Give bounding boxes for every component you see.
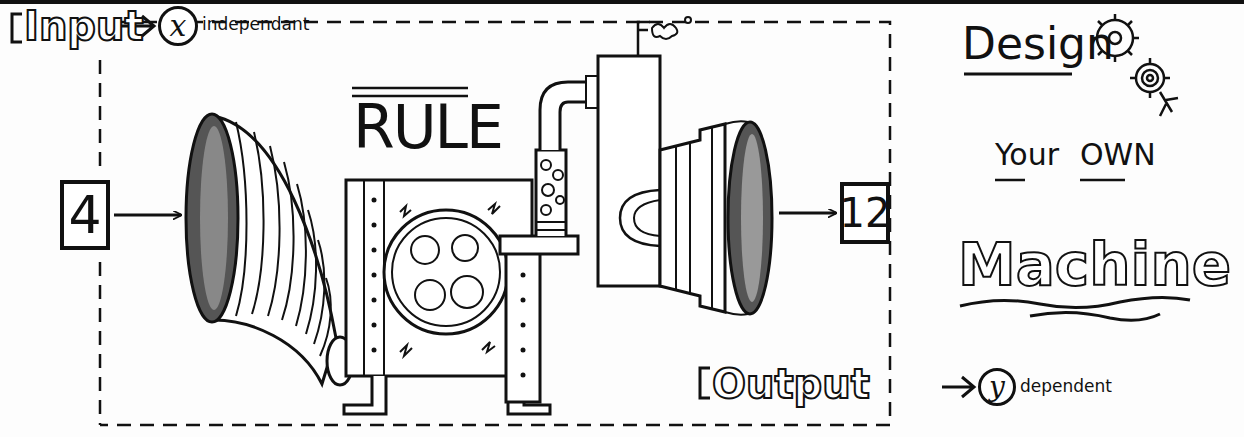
title-word: OWN [1080, 140, 1156, 170]
flow-arrow [779, 212, 836, 215]
flow-arrow [114, 214, 181, 217]
variable-circle: x [158, 6, 198, 46]
node-text: RULE [353, 97, 502, 157]
title-word: Design [962, 22, 1114, 66]
input-label: Input [24, 6, 144, 46]
variable-note: independant [202, 16, 309, 33]
variable-circle: y [978, 368, 1016, 406]
node-text: x [170, 11, 187, 41]
rule-machine: RULE [185, 95, 775, 415]
output-box: 12 [840, 182, 890, 244]
title-word: Your [995, 140, 1059, 170]
node-text: 12 [840, 193, 891, 233]
node-text: 4 [68, 189, 101, 241]
title-word: Machine [958, 236, 1231, 294]
variable-note: dependent [1020, 378, 1112, 395]
output-label: Output [712, 364, 870, 404]
input-box: 4 [60, 180, 110, 250]
node-text: y [989, 373, 1005, 401]
